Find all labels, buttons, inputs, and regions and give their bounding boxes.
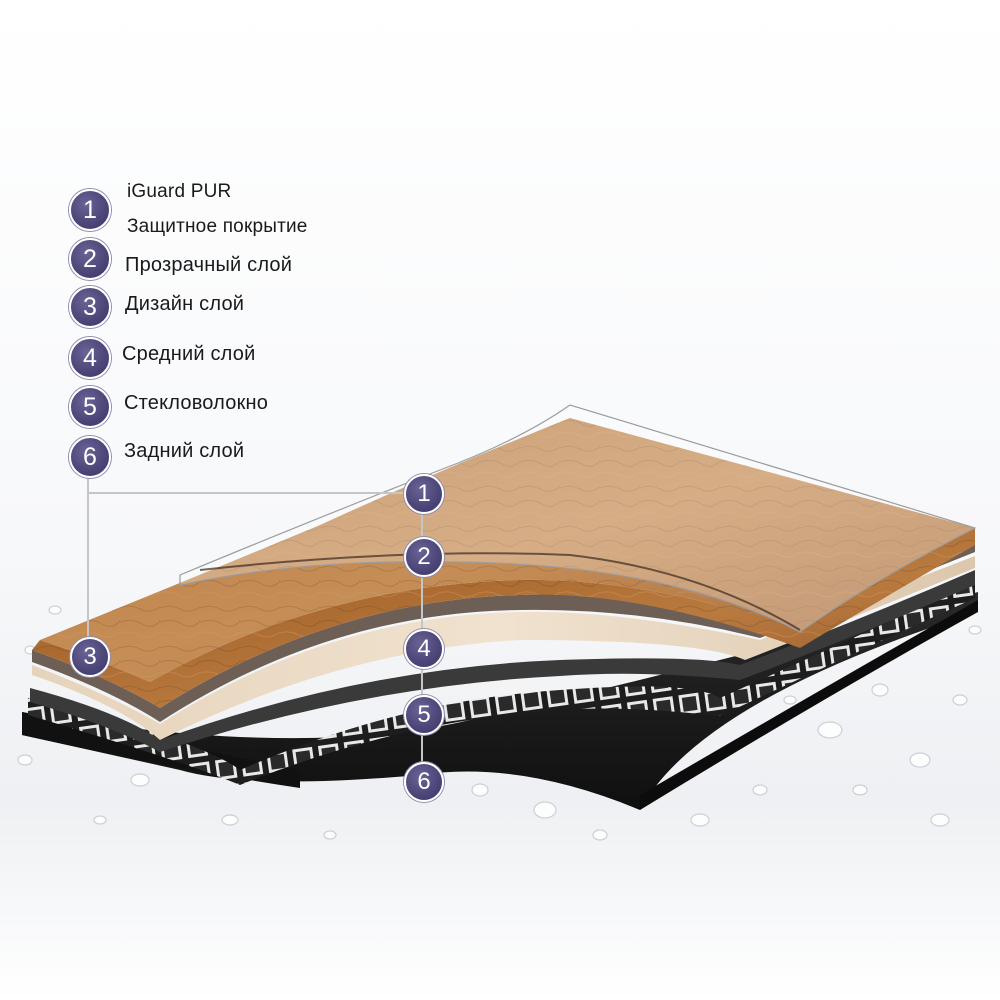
legend-badge-3: 3 (69, 286, 111, 328)
legend-badge-1: 1 (69, 189, 111, 231)
legend-title-5: Стекловолокно (124, 392, 269, 414)
layer-clear (179, 404, 977, 633)
legend-title-3: Дизайн слой (125, 293, 245, 315)
legend-title-4: Средний слой (122, 343, 256, 365)
callout-badge-5: 5 (404, 695, 444, 735)
callout-badge-1: 1 (404, 474, 444, 514)
legend-title-6: Задний слой (124, 440, 245, 462)
legend-badge-6: 6 (69, 436, 111, 478)
callout-badge-3: 3 (70, 637, 110, 677)
legend-title-2: Прозрачный слой (125, 254, 293, 276)
legend-title-1: iGuard PUR (127, 181, 232, 202)
layer-fiberglass (28, 582, 975, 785)
legend-badge-2: 2 (69, 238, 111, 280)
legend-badge-4: 4 (69, 337, 111, 379)
callout-badge-4: 4 (404, 629, 444, 669)
layer-backing (22, 592, 978, 810)
legend-badge-5: 5 (69, 386, 111, 428)
callout-badge-2: 2 (404, 537, 444, 577)
callout-badge-6: 6 (404, 762, 444, 802)
legend-subtitle-1: Защитное покрытие (127, 216, 308, 237)
